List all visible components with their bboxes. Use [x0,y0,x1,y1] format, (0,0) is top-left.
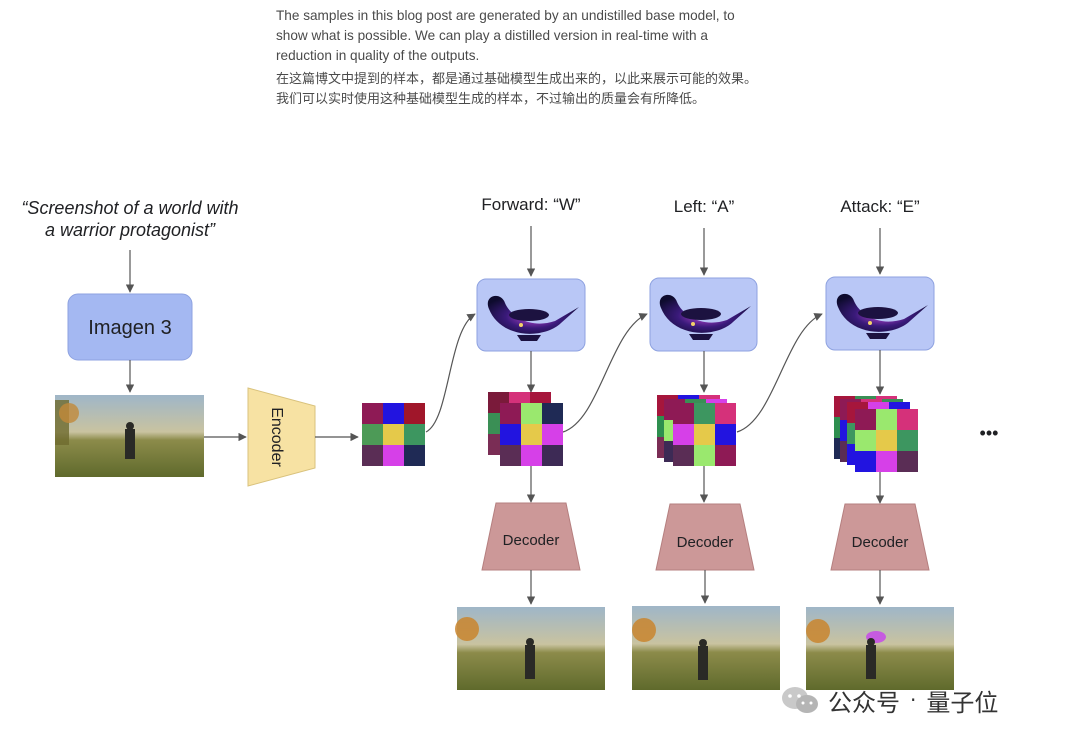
latent-stack-3 [834,396,918,472]
initial-screenshot [55,395,204,477]
prompt-line-2: a warrior protagonist” [45,220,216,240]
encoder-label: Encoder [268,407,285,467]
prompt-line-1: “Screenshot of a world with [21,198,238,218]
action-label-attack: Attack: “E” [840,197,920,216]
arrow-latent-to-model-1 [425,313,476,433]
imagen-label: Imagen 3 [88,317,171,339]
latent-grid-initial [362,403,425,466]
decoder-label-2: Decoder [677,534,734,551]
action-label-left: Left: “A” [674,197,735,216]
intro-paragraph-en: The samples in this blog post are genera… [276,8,735,63]
watermark-account-name: 量子位 [926,688,999,717]
encoder-shape [247,387,316,487]
genie-lamp-icon [487,295,579,341]
continuation-ellipsis: ••• [980,423,999,443]
arrow-latent-to-model-2 [562,313,648,433]
watermark-separator: · [910,688,917,712]
decoder-label-1: Decoder [503,532,560,549]
output-screenshot-1 [455,607,605,690]
latent-stack-1 [488,392,563,466]
genie-lamp-icon [836,293,928,339]
decoder-shape-3 [830,503,930,571]
wechat-icon [782,687,818,713]
genie-lamp-icon [659,294,751,340]
arrow-latent-to-model-3 [736,313,823,433]
watermark: 公众号 · 量子位 [780,680,998,720]
decoder-shape-2 [655,503,755,571]
latent-stack-2 [657,395,736,466]
intro-paragraph-zh: 在这篇博文中提到的样本，都是通过基础模型生成出来的，以此来展示可能的效果。我们可… [276,72,758,107]
output-screenshot-3 [806,607,954,690]
action-label-forward: Forward: “W” [481,195,581,214]
decoder-shape-1 [481,502,581,571]
output-screenshot-2 [632,606,780,690]
watermark-account-type: 公众号 [828,688,900,717]
decoder-label-3: Decoder [852,534,909,551]
